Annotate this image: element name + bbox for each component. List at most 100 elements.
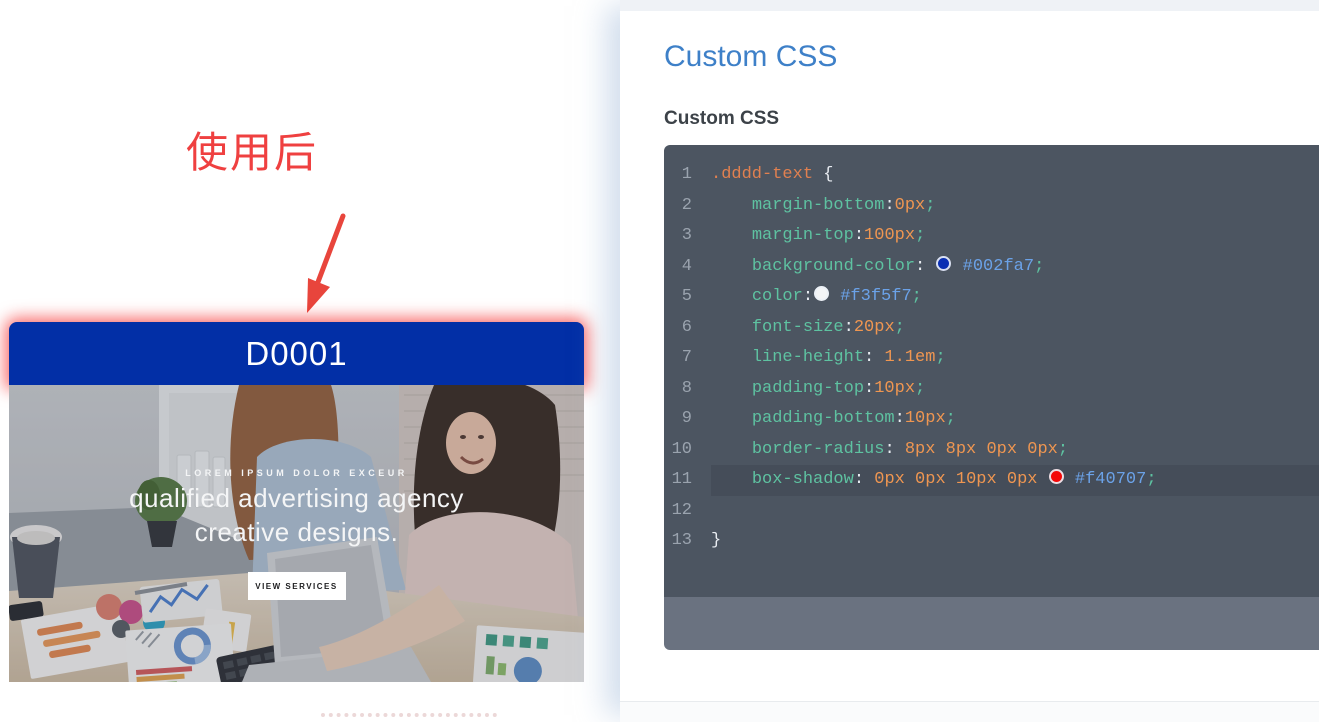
code-token: .dddd-text <box>711 165 813 184</box>
code-line-13[interactable]: 13} <box>664 526 1319 557</box>
code-token: padding-top <box>752 379 864 398</box>
code-token: ; <box>1058 440 1068 459</box>
code-line-12[interactable]: 12 <box>664 496 1319 527</box>
code-token: : <box>803 287 813 306</box>
line-number: 12 <box>664 496 711 527</box>
code-token <box>711 318 752 337</box>
code-token: font-size <box>752 318 844 337</box>
code-line-1[interactable]: 1.dddd-text { <box>664 160 1319 191</box>
code-token <box>874 348 884 367</box>
hero-section: LOREM IPSUM DOLOR EXCEUR qualified adver… <box>9 385 584 682</box>
hero-heading-line2: creative designs. <box>9 517 584 548</box>
code-token: ; <box>925 196 935 215</box>
code-token: #f40707 <box>1075 470 1146 489</box>
code-token: ; <box>915 379 925 398</box>
code-token: ; <box>946 409 956 428</box>
css-code-editor[interactable]: 1.dddd-text {2 margin-bottom:0px;3 margi… <box>664 145 1319 650</box>
line-number: 7 <box>664 343 711 374</box>
code-token <box>1065 470 1075 489</box>
banner-title: D0001 <box>245 335 347 373</box>
code-token: : <box>915 257 925 276</box>
code-token: 10px <box>874 379 915 398</box>
code-line-5[interactable]: 5 color: #f3f5f7; <box>664 282 1319 313</box>
editor-footer <box>664 597 1319 650</box>
code-line-6[interactable]: 6 font-size:20px; <box>664 313 1319 344</box>
line-number: 5 <box>664 282 711 313</box>
custom-css-panel: Custom CSS Custom CSS 1.dddd-text {2 mar… <box>620 0 1319 721</box>
code-token <box>895 440 905 459</box>
code-token: margin-top <box>752 226 854 245</box>
code-token <box>711 348 752 367</box>
code-token <box>952 257 962 276</box>
hero-tagline: LOREM IPSUM DOLOR EXCEUR <box>9 468 584 478</box>
code-line-2[interactable]: 2 margin-bottom:0px; <box>664 191 1319 222</box>
code-token: ; <box>895 318 905 337</box>
code-token: ; <box>1146 470 1156 489</box>
view-services-button[interactable]: VIEW SERVICES <box>248 572 346 600</box>
code-token: #002fa7 <box>963 257 1034 276</box>
code-token: box-shadow <box>752 470 854 489</box>
code-token: : <box>854 226 864 245</box>
code-line-11[interactable]: 11 box-shadow: 0px 0px 10px 0px #f40707; <box>664 465 1319 496</box>
code-token <box>711 257 752 276</box>
line-number: 8 <box>664 374 711 405</box>
code-token: background-color <box>752 257 915 276</box>
code-token: color <box>752 287 803 306</box>
panel-title: Custom CSS <box>664 40 837 74</box>
line-number: 1 <box>664 160 711 191</box>
code-token: ; <box>1034 257 1044 276</box>
code-line-10[interactable]: 10 border-radius: 8px 8px 0px 0px; <box>664 435 1319 466</box>
module-title-banner[interactable]: D0001 <box>9 322 584 385</box>
code-token: 8px 8px 0px 0px <box>905 440 1058 459</box>
code-token: 0px <box>895 196 926 215</box>
code-token: : <box>844 318 854 337</box>
code-token: : <box>884 196 894 215</box>
red-arrow <box>285 210 360 325</box>
annotation-after-label: 使用后 <box>186 130 318 176</box>
code-token: padding-bottom <box>752 409 895 428</box>
code-token: : <box>864 348 874 367</box>
code-token: margin-bottom <box>752 196 885 215</box>
code-line-8[interactable]: 8 padding-top:10px; <box>664 374 1319 405</box>
code-token: 1.1em <box>884 348 935 367</box>
line-number: 6 <box>664 313 711 344</box>
color-swatch[interactable] <box>814 286 829 301</box>
code-token: line-height <box>752 348 864 367</box>
code-line-4[interactable]: 4 background-color: #002fa7; <box>664 252 1319 283</box>
custom-css-field-label: Custom CSS <box>664 108 779 130</box>
code-token: ; <box>935 348 945 367</box>
code-token: : <box>864 379 874 398</box>
code-token <box>711 379 752 398</box>
code-token: ; <box>915 226 925 245</box>
code-token <box>711 470 752 489</box>
code-token: border-radius <box>752 440 885 459</box>
code-token: { <box>813 165 833 184</box>
page-preview-pane: 使用后 D0001 <box>0 0 620 721</box>
code-token: } <box>711 531 721 550</box>
color-swatch[interactable] <box>936 256 951 271</box>
hero-heading-line1: qualified advertising agency <box>9 483 584 514</box>
code-token <box>711 226 752 245</box>
code-token: ; <box>912 287 922 306</box>
top-strip <box>620 0 1319 11</box>
code-line-3[interactable]: 3 margin-top:100px; <box>664 221 1319 252</box>
section-divider <box>620 701 1319 722</box>
code-token: 0px 0px 10px 0px <box>874 470 1037 489</box>
code-token <box>925 257 935 276</box>
line-number: 4 <box>664 252 711 283</box>
dotted-guide <box>321 713 497 717</box>
code-line-9[interactable]: 9 padding-bottom:10px; <box>664 404 1319 435</box>
code-token <box>864 470 874 489</box>
line-number: 10 <box>664 435 711 466</box>
color-swatch[interactable] <box>1049 469 1064 484</box>
line-number: 11 <box>664 465 711 496</box>
code-token: #f3f5f7 <box>840 287 911 306</box>
code-line-7[interactable]: 7 line-height: 1.1em; <box>664 343 1319 374</box>
code-token: 20px <box>854 318 895 337</box>
code-token: : <box>884 440 894 459</box>
code-area[interactable]: 1.dddd-text {2 margin-bottom:0px;3 margi… <box>664 145 1319 597</box>
code-token <box>711 409 752 428</box>
code-token <box>711 440 752 459</box>
line-number: 9 <box>664 404 711 435</box>
line-number: 3 <box>664 221 711 252</box>
